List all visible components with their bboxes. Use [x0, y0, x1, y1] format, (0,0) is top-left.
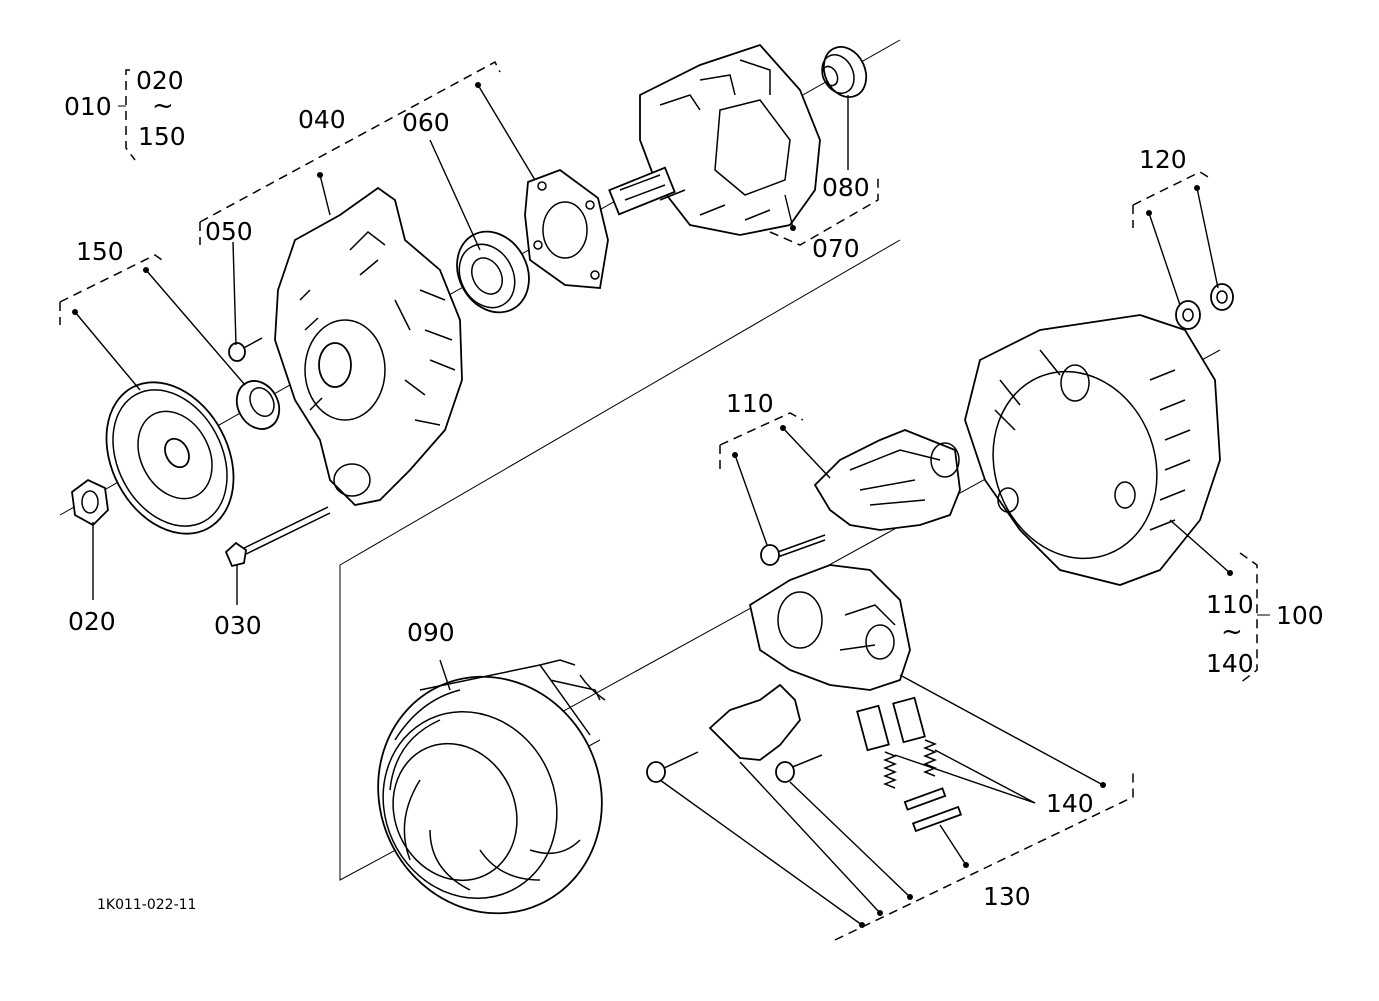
pulley [105, 381, 235, 535]
rotor-collar [821, 46, 868, 98]
front-bearing [456, 230, 530, 314]
dash-130-group [834, 772, 1134, 941]
pulley-nut [71, 478, 109, 527]
bearing-retainer-plate [524, 168, 609, 289]
screw-050 [228, 337, 263, 362]
label-100: 100 [1276, 601, 1324, 630]
label-090: 090 [407, 618, 455, 647]
label-060: 060 [402, 108, 450, 137]
leader-lines [72, 82, 1233, 928]
label-070: 070 [812, 234, 860, 263]
dash-070-group [769, 178, 879, 246]
label-140-range-end: 140 [1206, 649, 1254, 678]
label-130: 130 [983, 882, 1031, 911]
front-housing [274, 186, 463, 506]
label-150: 150 [76, 237, 124, 266]
terminal-clip [646, 683, 823, 783]
label-range-tilde-top: ~ [152, 91, 174, 121]
drawing-reference-number: 1K011-022-11 [97, 897, 196, 913]
rear-bushing-120a [1175, 300, 1201, 330]
dash-150-group [59, 254, 166, 303]
dash-110-group [719, 412, 804, 446]
label-010: 010 [64, 92, 112, 121]
stator [377, 659, 606, 915]
dash-120-group [1132, 171, 1214, 206]
label-040: 040 [298, 105, 346, 134]
rear-housing [964, 314, 1221, 586]
label-110-range-start: 110 [1206, 590, 1254, 619]
regulator [760, 429, 961, 566]
rear-bushing-120b [1210, 283, 1234, 311]
brushes-and-springs [856, 696, 963, 833]
label-020-range-start: 020 [136, 66, 184, 95]
dash-040-group [199, 60, 501, 223]
bracket-010 [125, 69, 136, 161]
spacer-collar [235, 380, 281, 430]
label-020: 020 [68, 607, 116, 636]
label-150-range-end: 150 [138, 122, 186, 151]
label-range-tilde-right: ~ [1221, 617, 1243, 647]
label-110: 110 [726, 389, 774, 418]
label-140: 140 [1046, 789, 1094, 818]
rotor [608, 43, 821, 236]
through-bolt-030 [224, 506, 331, 568]
label-030: 030 [214, 611, 262, 640]
bracket-100 [1239, 552, 1258, 684]
label-050: 050 [205, 217, 253, 246]
label-120: 120 [1139, 145, 1187, 174]
rectifier-brush-holder [748, 564, 911, 691]
label-080: 080 [822, 173, 870, 202]
